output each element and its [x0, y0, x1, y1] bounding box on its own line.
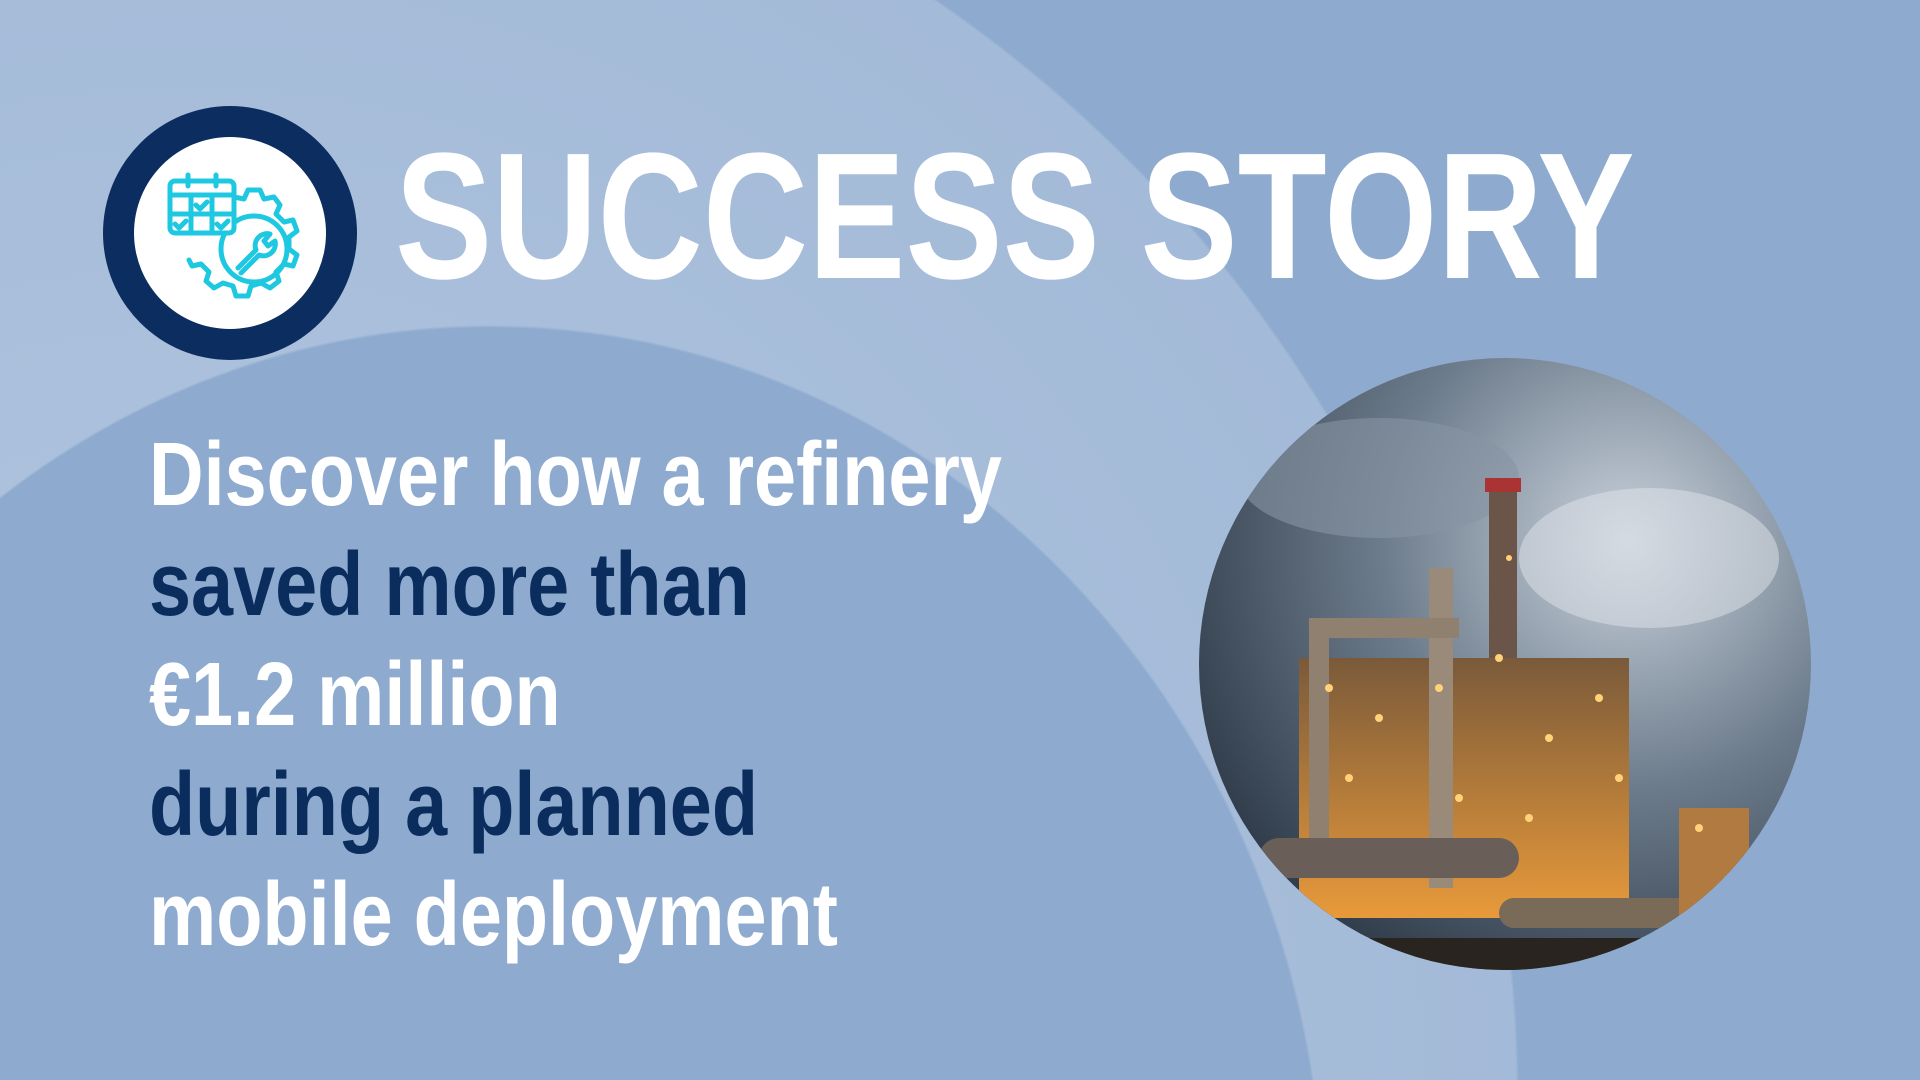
- calendar-gear-wrench-icon: [167, 172, 300, 299]
- refinery-photo: [1199, 358, 1811, 970]
- headline-line: during a planned: [149, 755, 759, 855]
- headline: Discover how a refinery saved more than …: [149, 420, 1002, 970]
- headline-line: mobile deployment: [149, 865, 838, 965]
- headline-line: saved more than: [149, 535, 750, 635]
- logo-badge: [103, 106, 357, 360]
- headline-line: €1.2 million: [149, 645, 561, 745]
- page-title: SUCCESS STORY: [395, 116, 1635, 317]
- headline-line: Discover how a refinery: [149, 425, 1002, 525]
